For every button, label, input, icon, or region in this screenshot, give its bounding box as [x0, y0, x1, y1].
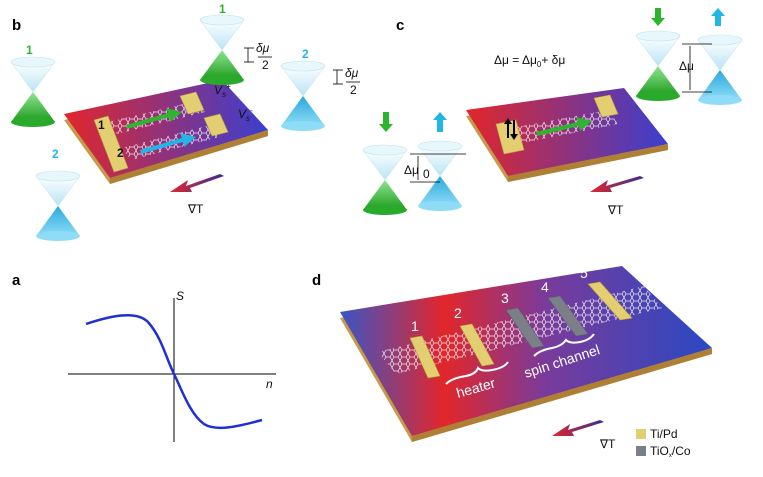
- x-axis-label: n: [266, 377, 273, 391]
- equation: Δμ = Δμ0+ δμ: [494, 53, 565, 69]
- arrow-spin-up-c-right: [651, 8, 665, 26]
- cone-label-top-left: 1: [26, 43, 33, 57]
- legend-label-tiox-co: TiOx/Co: [650, 444, 691, 459]
- delta-mu-annotation: Δμ: [679, 43, 712, 93]
- vs-minus-label: Vs-: [238, 106, 253, 123]
- svg-text:δμ: δμ: [345, 66, 359, 80]
- svg-text:Δμ: Δμ: [404, 163, 419, 177]
- channel-label-1: 1: [98, 118, 105, 132]
- legend-swatch-tipd: [636, 429, 646, 439]
- contact-left: [93, 115, 129, 173]
- dirac-cone-spin-up-c-left: [362, 144, 408, 216]
- y-axis-label: S: [176, 289, 184, 303]
- contact-3: [505, 307, 545, 349]
- contact-c-right: [593, 94, 619, 118]
- delta-mu-half-2: δμ 2: [333, 66, 360, 97]
- svg-text:0: 0: [423, 167, 430, 181]
- contact-label-3: 3: [501, 290, 509, 306]
- arrow-spin-c: [536, 117, 592, 136]
- gradient-arrow-d: [552, 420, 604, 436]
- dirac-cone-spin-down-left: [35, 170, 81, 242]
- delta-mu0-annotation: Δμ 0: [404, 153, 466, 183]
- arrow-spin-down-c-left: [433, 112, 447, 132]
- substrate-c: [466, 88, 668, 182]
- gradient-label-c: ∇T: [607, 203, 624, 217]
- svg-text:2: 2: [262, 58, 269, 72]
- arrow-spin-up-b: [126, 108, 182, 129]
- channel-label-2: 2: [117, 146, 124, 160]
- legend-label-tipd: Ti/Pd: [650, 427, 678, 441]
- delta-mu-half-1: δμ 2: [244, 41, 272, 72]
- dirac-cone-spin-up-mid: [199, 14, 245, 86]
- contact-label-2: 2: [454, 305, 462, 321]
- dirac-cone-spin-up-left: [10, 56, 56, 128]
- spin-injection-arrows: [504, 118, 518, 140]
- contact-label-4: 4: [541, 279, 549, 295]
- cone-label-top-mid: 1: [219, 2, 226, 16]
- contact-2: [459, 323, 495, 367]
- contact-top-right: [179, 91, 205, 115]
- legend-swatch-tiox-co: [636, 446, 646, 456]
- contact-label-5: 5: [580, 265, 588, 281]
- gradient-label-b: ∇T: [187, 202, 204, 216]
- contact-bottom-right: [203, 113, 229, 137]
- svg-text:Δμ: Δμ: [679, 59, 694, 73]
- contact-1: [409, 335, 441, 379]
- panel-b: b 1 2 Vs+ Vs- ∇T 1 2 1 2: [10, 2, 360, 242]
- arrow-spin-down-b: [140, 133, 196, 154]
- panel-letter-d: d: [312, 272, 321, 289]
- substrate-b: [64, 80, 268, 184]
- panel-d: d 1 2 3 4 5 heater spin channel ∇T Ti/Pd…: [312, 265, 712, 459]
- contact-4: [547, 295, 589, 337]
- panel-letter-c: c: [396, 17, 404, 34]
- svg-text:2: 2: [350, 83, 357, 97]
- spin-channel-brace: [533, 333, 595, 357]
- dirac-cone-spin-down-right: [280, 60, 326, 132]
- cone-label-right: 2: [302, 47, 309, 61]
- dirac-cone-spin-up-c-right: [635, 30, 681, 102]
- contact-label-1: 1: [411, 318, 419, 334]
- gradient-arrow-b: [170, 174, 224, 192]
- heater-brace: [445, 361, 509, 385]
- arrow-spin-down-c-right: [711, 8, 725, 26]
- panel-c: c Δμ = Δμ0+ δμ ∇T Δμ 0: [362, 8, 743, 217]
- gradient-label-d: ∇T: [599, 437, 616, 451]
- seebeck-curve: [85, 314, 263, 430]
- svg-text:δμ: δμ: [256, 41, 270, 55]
- contact-5: [587, 281, 633, 321]
- legend: Ti/Pd TiOx/Co: [636, 427, 691, 459]
- gradient-arrow-c: [590, 176, 644, 192]
- arrow-spin-up-c-left: [379, 112, 393, 132]
- panel-letter-b: b: [12, 17, 21, 34]
- dirac-cone-spin-down-c-right: [697, 34, 743, 106]
- vs-plus-label: Vs+: [214, 82, 231, 99]
- cone-label-bottom-left: 2: [52, 147, 59, 161]
- panel-a: a S n: [12, 272, 276, 442]
- panel-letter-a: a: [12, 272, 21, 289]
